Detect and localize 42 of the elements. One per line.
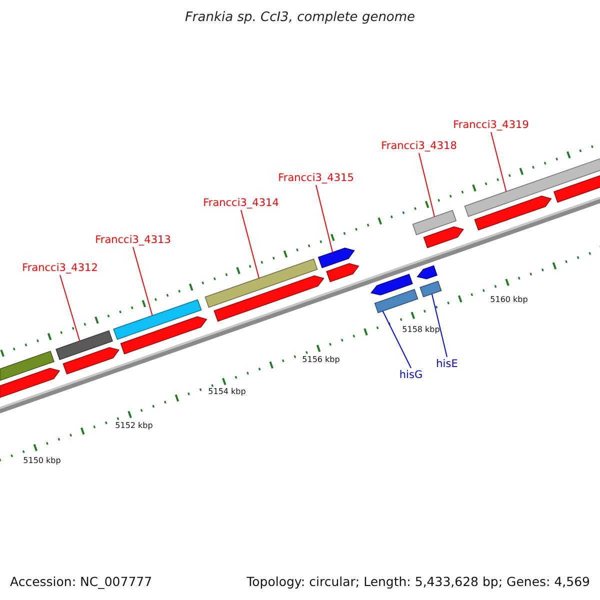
gene-feature xyxy=(423,226,464,248)
scale-label: 5156 kbp xyxy=(302,355,340,365)
footer-text: Topology: circular; Length: 5,433,628 bp; Genes: 4,569 xyxy=(246,574,590,590)
leader-line xyxy=(60,274,80,342)
gene-label: hisG xyxy=(399,368,423,382)
gene-feature xyxy=(318,248,355,268)
gene-bar xyxy=(374,288,418,314)
scale-label: 5160 kbp xyxy=(490,295,528,305)
scale-label: 5158 kbp xyxy=(402,325,440,335)
scale-label: 5152 kbp xyxy=(115,421,153,431)
gene-label: Francci3_4312 xyxy=(22,261,98,275)
gene-feature xyxy=(120,316,208,354)
gene-label: Francci3_4319 xyxy=(453,118,529,132)
leader-line xyxy=(316,184,334,253)
gene-feature xyxy=(370,274,413,296)
gene-feature xyxy=(0,368,60,398)
leader-line xyxy=(490,132,507,192)
gene-bar xyxy=(204,258,318,308)
gene-feature xyxy=(214,275,324,322)
gene-feature xyxy=(416,265,438,280)
leader-line xyxy=(382,310,412,368)
gene-label: Francci3_4318 xyxy=(381,139,457,153)
footer-text: Accession: NC_007777 xyxy=(10,574,152,590)
gene-bar xyxy=(0,350,54,382)
gene-label: hisE xyxy=(436,357,458,371)
leader-line xyxy=(240,210,260,279)
chart-title: Frankia sp. CcI3, complete genome xyxy=(184,10,416,25)
leader-line xyxy=(431,293,448,358)
gene-feature xyxy=(474,196,552,230)
gene-feature xyxy=(62,347,120,374)
scale-label: 5154 kbp xyxy=(208,387,246,397)
leader-line xyxy=(132,246,153,316)
gene-bar xyxy=(412,210,457,236)
gene-bar xyxy=(420,280,442,298)
gene-label: Francci3_4314 xyxy=(203,196,279,210)
leader-line xyxy=(418,152,435,218)
gene-label: Francci3_4315 xyxy=(278,171,354,185)
gene-label: Francci3_4313 xyxy=(95,233,171,247)
gene-bar xyxy=(56,330,113,360)
scale-label: 5150 kbp xyxy=(23,456,61,466)
gene-feature xyxy=(326,263,360,282)
gene-bar xyxy=(113,299,202,340)
